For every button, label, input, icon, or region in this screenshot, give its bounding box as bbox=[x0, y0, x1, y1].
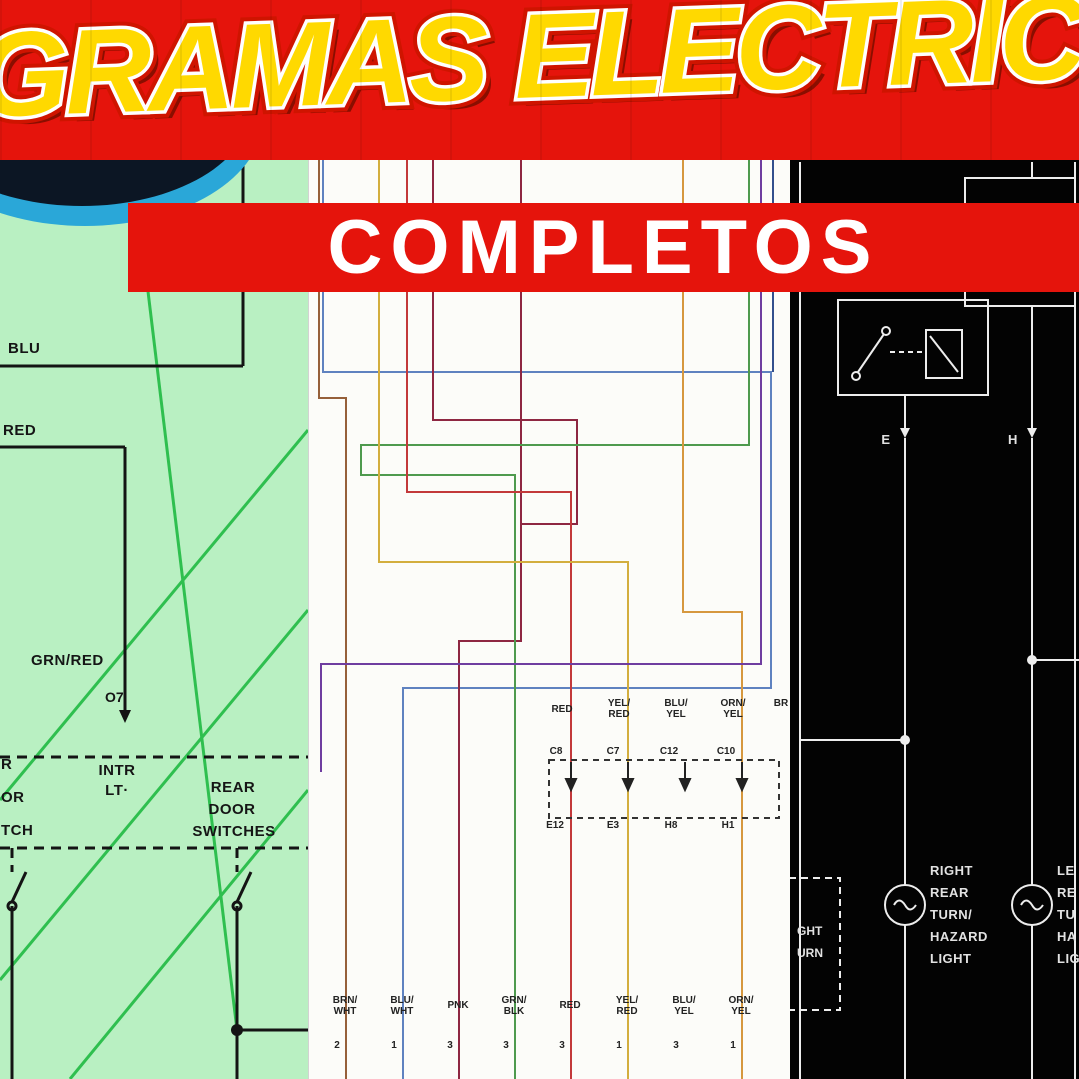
terminal-label-e: E bbox=[881, 432, 891, 447]
bottom-wire-label: BLU/ YEL bbox=[672, 995, 696, 1017]
wire-label-grn-red: GRN/RED bbox=[31, 652, 104, 669]
lamp1-label-line: LIGHT bbox=[930, 951, 972, 966]
dashed-harness-lines bbox=[0, 755, 308, 872]
lamp2-label-line: RE bbox=[1057, 885, 1077, 900]
left-diagram-panel bbox=[0, 0, 308, 1079]
connector-box bbox=[548, 759, 780, 819]
green-wires bbox=[0, 224, 308, 1079]
bottom-wire-label: GRN/ BLK bbox=[501, 995, 527, 1017]
pin-number: 3 bbox=[673, 1040, 679, 1051]
door-switch-icons bbox=[6, 871, 308, 1079]
lamp2-label-line: TU bbox=[1057, 907, 1076, 922]
partial-box-label: URN bbox=[797, 946, 823, 960]
edge-label-1: R bbox=[1, 756, 13, 773]
edge-label-2: OR bbox=[1, 789, 25, 806]
arrow-e-icon bbox=[900, 428, 910, 438]
pin-number: 3 bbox=[447, 1040, 453, 1051]
subtitle-text: COMPLETOS bbox=[327, 205, 880, 290]
mid-wire-label: ORN/ YEL bbox=[720, 698, 746, 720]
connector-pin-label: H1 bbox=[721, 820, 735, 831]
pin-label-o7: O7 bbox=[105, 689, 124, 705]
label-lt: LT· bbox=[105, 782, 129, 799]
partial-box-label: GHT bbox=[797, 924, 823, 938]
connector-pin-label: H8 bbox=[664, 820, 678, 831]
mid-wire-label: YEL/ RED bbox=[607, 698, 631, 720]
label-door: DOOR bbox=[208, 801, 256, 818]
relay-box bbox=[837, 299, 989, 396]
connector-pin-label: C12 bbox=[659, 746, 679, 757]
label-switches: SWITCHES bbox=[192, 823, 276, 840]
partial-dashed-box bbox=[790, 877, 841, 1011]
lamp1-label-line: TURN/ bbox=[930, 907, 973, 922]
lamp1-label-line: RIGHT bbox=[930, 863, 973, 878]
right-diagram-panel bbox=[790, 0, 1079, 1079]
title-banner: GRAMAS ELECTRIC GRAMAS ELECTRIC GRAMAS E… bbox=[0, 0, 1079, 160]
lamp2-label-line: HA bbox=[1057, 929, 1077, 944]
connector-pin-label: E3 bbox=[606, 820, 620, 831]
label-intr: INTR bbox=[98, 762, 136, 779]
banner-title-text: GRAMAS ELECTRIC bbox=[0, 0, 1079, 143]
lamp1-label-line: REAR bbox=[930, 885, 969, 900]
lamp1-label-line: HAZARD bbox=[930, 929, 988, 944]
right-diagram-svg bbox=[790, 162, 1079, 1079]
connector-pin-label: C8 bbox=[549, 746, 563, 757]
bottom-wire-label: BLU/ WHT bbox=[390, 995, 414, 1017]
pin-number: 1 bbox=[730, 1040, 736, 1051]
junction-dot bbox=[231, 1024, 243, 1036]
middle-diagram-svg bbox=[318, 152, 780, 1079]
bottom-wire-label: RED bbox=[559, 1000, 581, 1011]
connector-pin-label: C7 bbox=[606, 746, 620, 757]
mid-wire-label-partial: BR bbox=[773, 698, 789, 709]
pin-number: 3 bbox=[503, 1040, 509, 1051]
mid-wire-label: BLU/ YEL bbox=[664, 698, 688, 720]
relay-coil-icon bbox=[925, 329, 963, 379]
lamp2-label-line: LE bbox=[1057, 863, 1075, 878]
connector-pin-label: C10 bbox=[716, 746, 736, 757]
pin-number: 2 bbox=[334, 1040, 340, 1051]
pin-number: 3 bbox=[559, 1040, 565, 1051]
middle-diagram-panel bbox=[308, 0, 791, 1079]
wire-label-red: RED bbox=[3, 422, 37, 439]
connector-arrow-icon bbox=[119, 710, 131, 723]
bottom-wire-label: BRN/ WHT bbox=[332, 995, 358, 1017]
bottom-wire-label: ORN/ YEL bbox=[728, 995, 754, 1017]
wire-label-blu: BLU bbox=[8, 340, 41, 357]
connector-pin-label: E12 bbox=[546, 820, 564, 831]
junction-dot bbox=[900, 735, 910, 745]
lamp2-label-line: LIG bbox=[1057, 951, 1079, 966]
label-rear: REAR bbox=[210, 779, 256, 796]
pin-number: 1 bbox=[391, 1040, 397, 1051]
junction-dot bbox=[1027, 655, 1037, 665]
left-diagram-svg bbox=[0, 6, 308, 1079]
terminal-label-h: H bbox=[1008, 432, 1018, 447]
edge-label-3: TCH bbox=[1, 822, 34, 839]
banner-title: GRAMAS ELECTRIC GRAMAS ELECTRIC GRAMAS E… bbox=[0, 0, 1079, 159]
connector-pin-icons bbox=[564, 762, 749, 793]
pin-number: 1 bbox=[616, 1040, 622, 1051]
arrow-h-icon bbox=[1027, 428, 1037, 438]
mid-wire-label: RED bbox=[551, 704, 573, 715]
bottom-wire-label: YEL/ RED bbox=[615, 995, 639, 1017]
subtitle-band: COMPLETOS bbox=[128, 203, 1079, 292]
bottom-wire-label: PNK bbox=[447, 1000, 469, 1011]
